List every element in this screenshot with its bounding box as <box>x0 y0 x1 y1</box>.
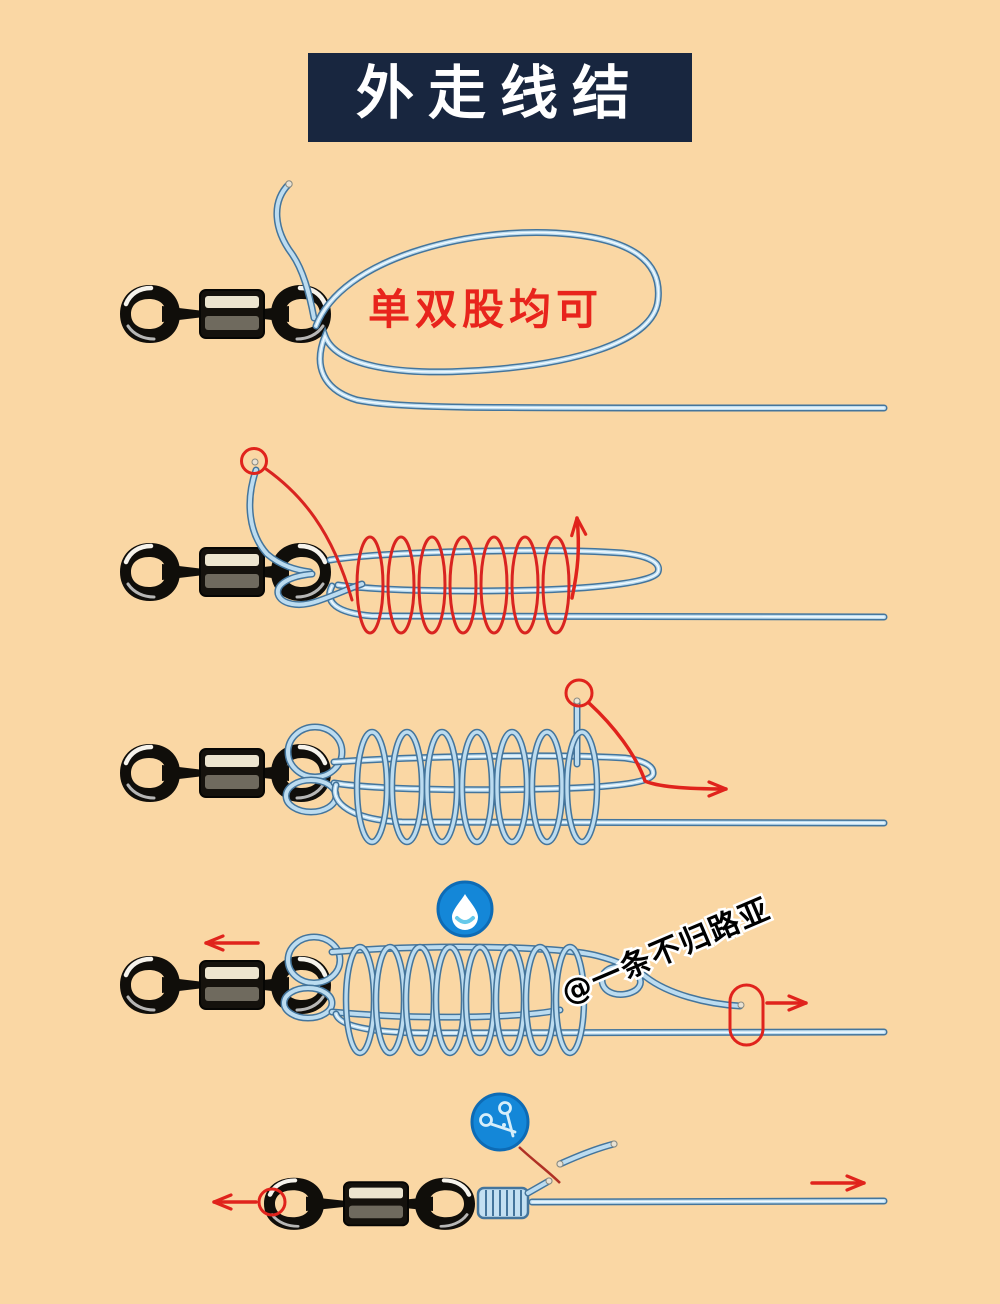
swivel-graphic <box>120 285 331 343</box>
wrap-path-line <box>264 467 354 602</box>
line-tip <box>556 1160 564 1168</box>
line-tip <box>737 1001 745 1009</box>
snip-pointer-line <box>518 1146 561 1184</box>
swivel-graphic <box>264 1178 475 1230</box>
line-tip <box>285 180 293 188</box>
step4-illustration: @一条不归路亚 <box>120 880 888 1053</box>
fishing-line <box>273 180 888 412</box>
title-background <box>308 53 692 142</box>
step3-illustration <box>120 678 888 842</box>
step5-illustration <box>212 1092 888 1230</box>
arrow-pull-tag <box>587 701 728 798</box>
finished-knot-wraps <box>476 1186 530 1220</box>
tag-end-marker-circle <box>564 678 594 708</box>
page-title: 外走线结 <box>356 59 644 127</box>
step2-illustration <box>120 447 888 635</box>
swivel-graphic <box>120 956 331 1014</box>
pull-point-circle <box>257 1187 287 1217</box>
line-tip <box>573 697 581 705</box>
line-tip <box>545 1177 553 1185</box>
line-tip <box>610 1140 618 1148</box>
step1-illustration: 单双股均可 <box>120 180 888 412</box>
scissors-icon <box>470 1092 530 1152</box>
step1-note: 单双股均可 <box>368 285 603 334</box>
title-banner: 外走线结 <box>308 53 692 142</box>
arrow-up <box>570 516 588 600</box>
fishing-line <box>246 458 888 621</box>
fishing-line <box>282 697 888 827</box>
line-tip <box>251 458 259 466</box>
tag-end-marker-circle <box>240 447 268 475</box>
tag-end-marker-capsule <box>728 983 765 1047</box>
water-drop-icon <box>436 880 494 938</box>
knot-coils <box>346 947 584 1053</box>
fishing-line <box>524 1140 888 1206</box>
